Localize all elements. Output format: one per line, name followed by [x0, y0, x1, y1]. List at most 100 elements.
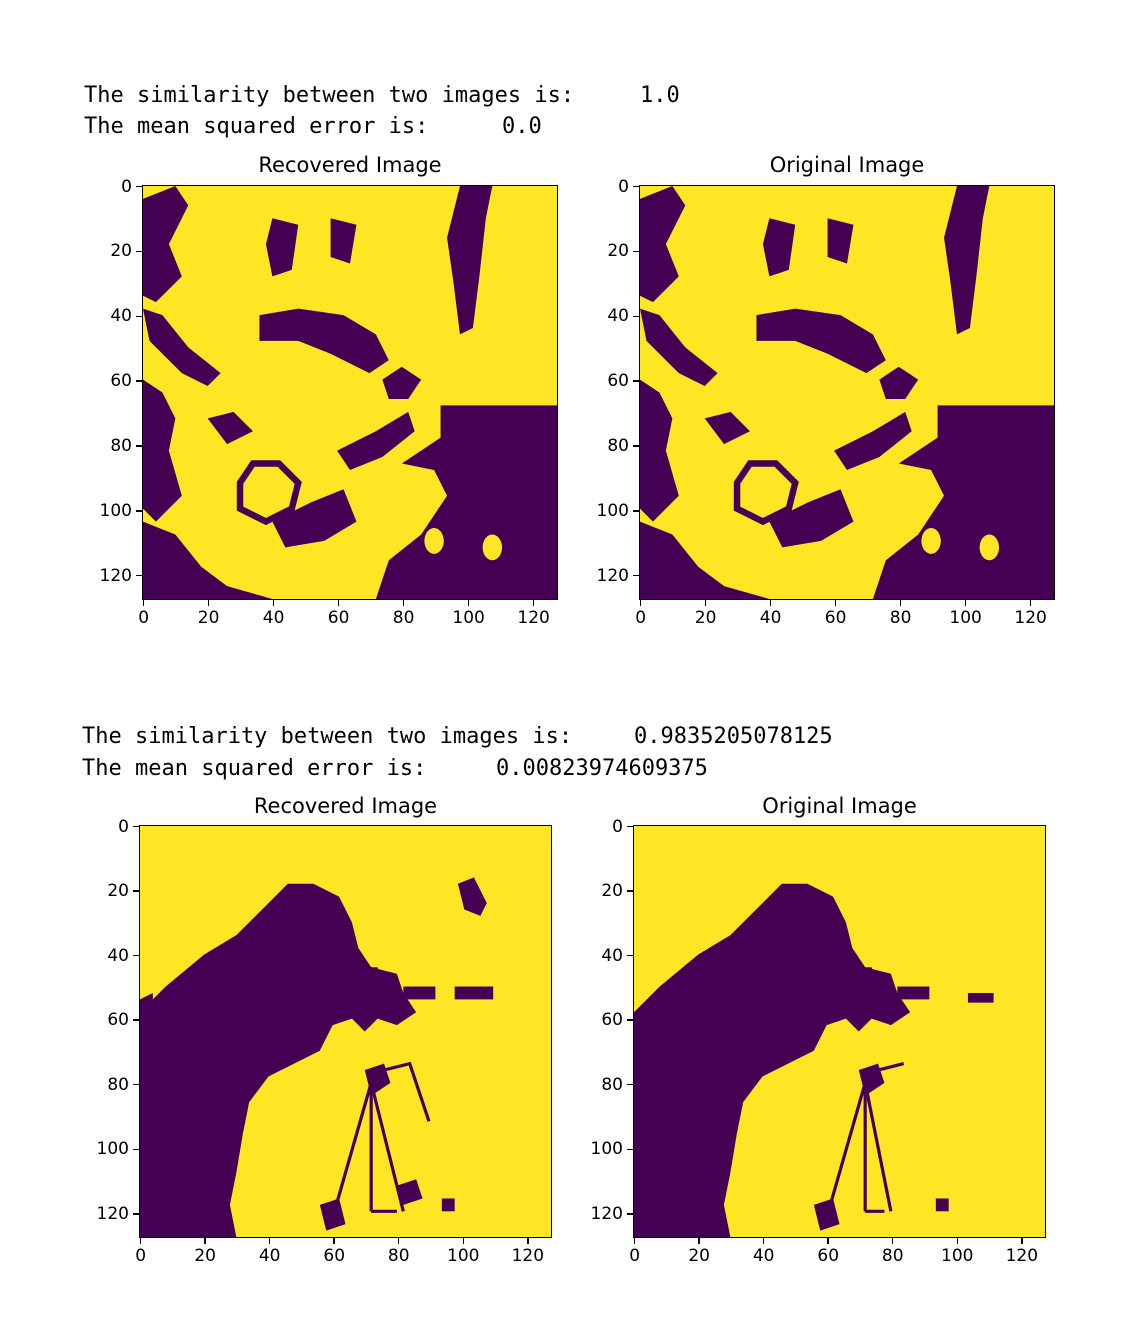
y-tick-label: 100 — [590, 1139, 623, 1160]
x-tick-mark — [956, 1238, 959, 1244]
plot-title: Original Image — [762, 794, 917, 818]
y-tick-mark — [627, 1148, 633, 1151]
x-tick-label: 0 — [138, 608, 150, 628]
y-tick-label: 0 — [118, 816, 129, 837]
x-tick-mark — [268, 1238, 271, 1244]
x-tick-label: 60 — [327, 608, 350, 628]
x-tick-label: 120 — [1014, 608, 1047, 628]
x-tick-label: 0 — [635, 608, 647, 628]
x-tick-label: 100 — [447, 1246, 480, 1266]
image-axes — [639, 185, 1055, 600]
mse-label: The mean squared error is: — [84, 114, 429, 139]
x-tick-label: 80 — [387, 1246, 410, 1266]
x-tick-mark — [402, 600, 405, 606]
x-tick-mark — [204, 1238, 206, 1244]
y-tick-label: 120 — [590, 1203, 623, 1224]
x-tick-mark — [762, 1238, 765, 1244]
mse-value: 0.0 — [502, 114, 542, 139]
x-tick-label: 120 — [511, 1246, 545, 1266]
image-axes — [142, 185, 558, 600]
y-tick-label: 20 — [110, 241, 132, 262]
y-tick-mark — [627, 825, 633, 828]
y-tick-mark — [627, 1213, 633, 1215]
x-tick-mark — [639, 600, 642, 606]
y-tick-label: 40 — [107, 945, 129, 966]
image-axes — [139, 825, 552, 1238]
y-tick-mark — [133, 1213, 139, 1215]
x-tick-label: 120 — [517, 608, 550, 628]
x-tick-label: 40 — [258, 1246, 281, 1266]
mse-label: The mean squared error is: — [82, 756, 427, 781]
y-tick-label: 60 — [601, 1010, 623, 1031]
similarity-value: 1.0 — [640, 83, 680, 108]
y-tick-label: 20 — [107, 881, 129, 902]
x-tick-mark — [142, 600, 145, 606]
plot-title: Original Image — [769, 153, 925, 177]
x-tick-mark — [462, 1238, 465, 1244]
x-tick-mark — [891, 1238, 894, 1244]
x-tick-mark — [337, 600, 340, 606]
x-tick-mark — [827, 1238, 829, 1244]
mse-value: 0.00823974609375 — [496, 756, 708, 781]
x-tick-label: 60 — [817, 1246, 840, 1266]
skimage-astronaut-binarized-icon — [143, 186, 557, 599]
x-tick-mark — [207, 600, 210, 606]
y-tick-mark — [136, 574, 142, 577]
y-tick-mark — [133, 890, 139, 892]
y-tick-label: 60 — [607, 371, 629, 392]
y-tick-mark — [633, 510, 639, 512]
x-tick-label: 100 — [949, 608, 982, 628]
x-tick-label: 40 — [262, 608, 285, 628]
image-axes — [633, 825, 1046, 1238]
x-tick-label: 80 — [392, 608, 415, 628]
x-tick-mark — [633, 1238, 636, 1244]
plot-title: Recovered Image — [253, 794, 438, 818]
x-tick-mark — [532, 600, 535, 606]
x-tick-label: 60 — [824, 608, 847, 628]
x-tick-label: 40 — [759, 608, 782, 628]
cameraman-binarized-noisy-icon — [140, 826, 551, 1237]
x-tick-label: 20 — [688, 1246, 710, 1266]
y-tick-mark — [627, 1083, 633, 1086]
x-tick-mark — [1029, 600, 1032, 606]
x-tick-mark — [698, 1238, 700, 1244]
y-tick-label: 120 — [596, 565, 629, 586]
y-tick-mark — [627, 890, 633, 892]
x-tick-mark — [1021, 1238, 1023, 1244]
similarity-label: The similarity between two images is: — [84, 83, 575, 108]
y-tick-mark — [633, 380, 639, 382]
y-tick-mark — [633, 315, 639, 318]
x-tick-label: 100 — [941, 1246, 974, 1266]
y-tick-mark — [136, 380, 142, 382]
y-tick-label: 80 — [601, 1074, 623, 1095]
y-tick-label: 80 — [110, 435, 132, 456]
y-tick-label: 120 — [99, 565, 132, 586]
x-tick-label: 80 — [881, 1246, 904, 1266]
y-tick-mark — [136, 510, 142, 512]
x-tick-mark — [964, 600, 967, 606]
y-tick-label: 0 — [612, 816, 623, 837]
similarity-label: The similarity between two images is: — [82, 724, 573, 749]
x-tick-mark — [272, 600, 275, 606]
y-tick-label: 0 — [618, 176, 629, 197]
y-tick-mark — [136, 185, 142, 188]
x-tick-label: 100 — [452, 608, 485, 628]
x-tick-label: 20 — [194, 1246, 216, 1266]
y-tick-label: 40 — [607, 306, 629, 327]
y-tick-mark — [133, 954, 139, 957]
y-tick-label: 100 — [596, 500, 629, 521]
y-tick-label: 60 — [110, 371, 132, 392]
y-tick-label: 100 — [99, 500, 132, 521]
y-tick-mark — [133, 825, 139, 828]
cameraman-binarized-icon — [634, 826, 1045, 1237]
y-tick-mark — [136, 445, 142, 447]
y-tick-mark — [136, 250, 142, 253]
plot-title: Recovered Image — [258, 153, 442, 177]
y-tick-label: 120 — [96, 1203, 129, 1224]
x-tick-label: 0 — [135, 1246, 147, 1266]
x-tick-label: 40 — [752, 1246, 775, 1266]
y-tick-label: 60 — [107, 1010, 129, 1031]
x-tick-mark — [333, 1238, 335, 1244]
x-tick-label: 80 — [889, 608, 912, 628]
y-tick-mark — [133, 1148, 139, 1151]
